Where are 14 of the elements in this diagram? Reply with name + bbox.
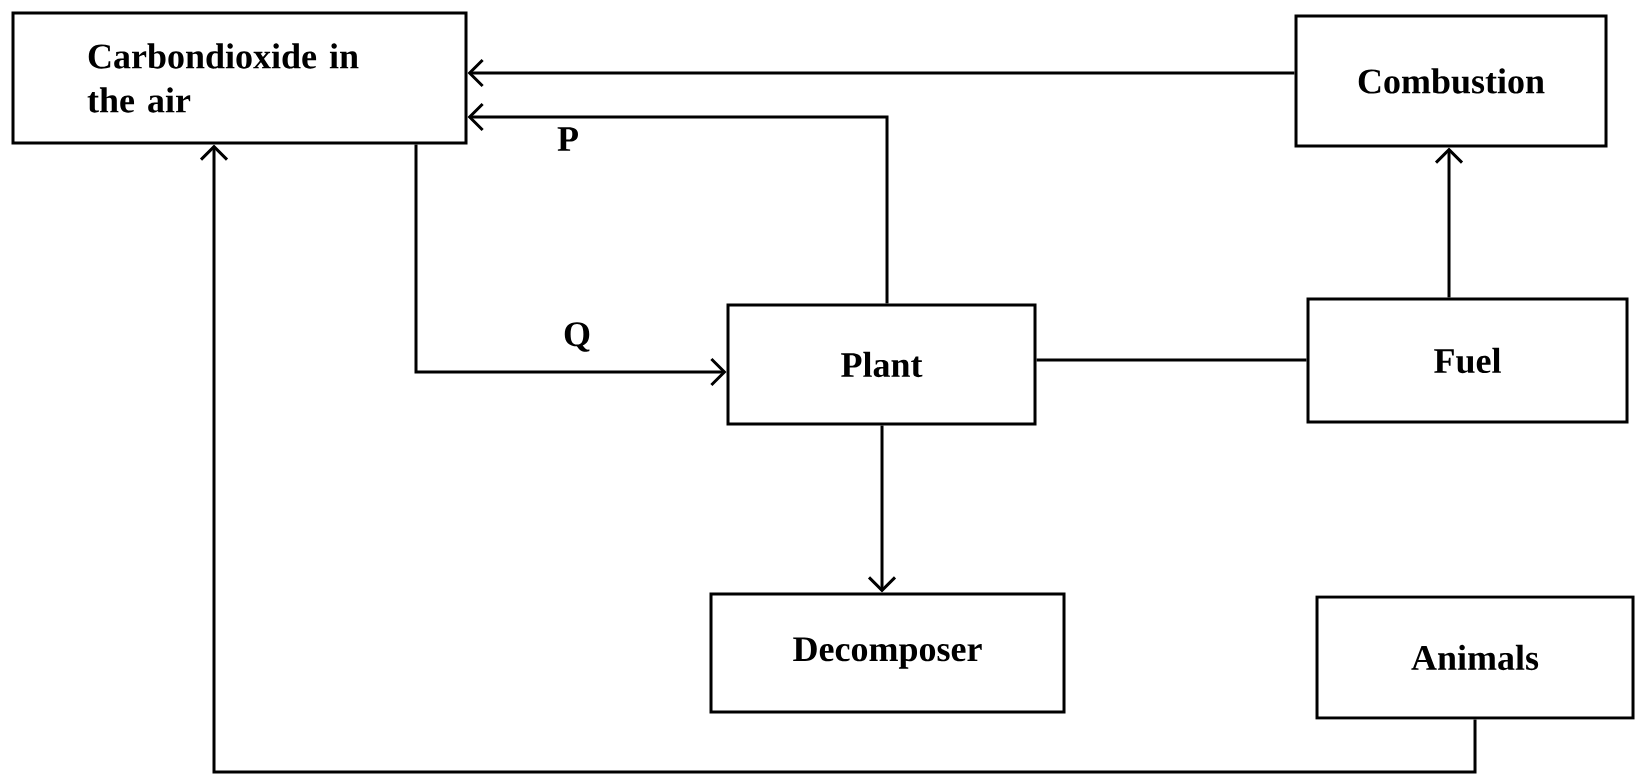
arrow <box>414 144 727 387</box>
process-box: Decomposer <box>709 592 1066 714</box>
arrow <box>1434 147 1464 298</box>
process-box: Animals <box>1315 595 1635 720</box>
edge-label: Q <box>564 322 590 352</box>
process-box: Plant <box>726 303 1037 426</box>
process-box: Combustion <box>1294 14 1608 148</box>
arrow <box>467 58 1295 88</box>
process-box: Fuel <box>1306 297 1629 424</box>
arrow <box>867 425 897 593</box>
arrow <box>467 102 889 304</box>
edge-label: P <box>557 127 578 151</box>
process-box: Carbondioxide in the air <box>11 11 468 145</box>
arrow <box>199 144 1477 774</box>
